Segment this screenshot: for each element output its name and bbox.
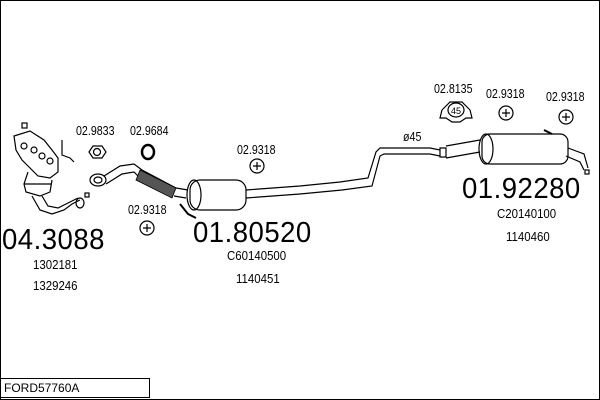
pipe-diameter-label: ø45 (403, 129, 422, 144)
kit-code-box: FORD57760A (0, 378, 150, 398)
front-pipe-drawing (89, 163, 177, 199)
accessory-number: 02.9318 (546, 89, 585, 104)
ring-gasket-02-9684-icon (140, 143, 156, 161)
centre-silencer-drawing (173, 147, 441, 219)
rubber-mount-icon (139, 105, 574, 236)
part-reference: 1140451 (236, 271, 280, 286)
accessory-number: 02.9318 (486, 86, 525, 101)
accessory-number: 02.9318 (128, 202, 167, 217)
part-number: 01.80520 (193, 217, 312, 249)
accessory-number: 02.9833 (76, 123, 115, 138)
part-reference: 1140460 (506, 229, 550, 244)
svg-text:45: 45 (451, 106, 461, 116)
part-reference: 1329246 (33, 278, 78, 293)
accessory-number: 02.8135 (434, 81, 473, 96)
gasket-02-9833-icon (88, 145, 107, 159)
accessory-number: 02.9318 (237, 142, 276, 157)
part-reference: 1302181 (33, 257, 78, 272)
catalytic-converter-drawing (13, 122, 90, 215)
part-reference: C20140100 (497, 206, 557, 221)
accessory-number: 02.9684 (130, 123, 169, 138)
part-number: 01.92280 (462, 173, 581, 205)
clamp-02-8135-icon: 45 (439, 101, 473, 123)
part-reference: C60140500 (227, 248, 287, 263)
part-number: 04.3088 (2, 224, 105, 256)
rear-silencer-drawing (439, 129, 590, 175)
